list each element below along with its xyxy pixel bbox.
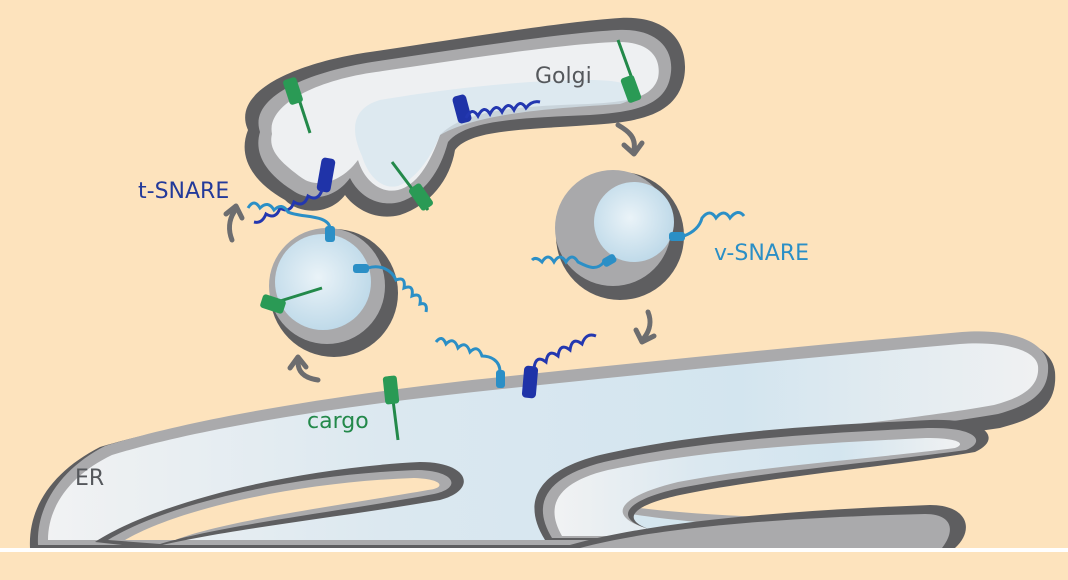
golgi-label: Golgi [535, 64, 592, 89]
cargo-protein-golgi-1 [283, 77, 312, 134]
t-snare-er [521, 333, 597, 399]
v-snare-label: v-SNARE [714, 241, 809, 266]
er-label: ER [75, 466, 104, 491]
er-membrane [29, 331, 1056, 548]
v-snare-er [434, 337, 505, 388]
v-snare-left-vesicle-top [246, 201, 335, 242]
cargo-protein-golgi-2 [616, 39, 642, 103]
arrow-vesicle-to-er [633, 309, 657, 345]
cargo-protein-vesicle [260, 286, 323, 314]
divider [0, 548, 1068, 552]
arrow-er-to-vesicle [287, 354, 321, 383]
t-snare-label: t-SNARE [138, 179, 229, 204]
t-snare-golgi-left [253, 157, 336, 224]
cargo-label: cargo [307, 409, 369, 434]
arrow-vesicle-to-golgi [223, 203, 245, 243]
v-snare-right-vesicle-left [530, 254, 617, 269]
cargo-protein-golgi-3 [390, 161, 434, 211]
v-snare-right-vesicle-right [669, 211, 746, 241]
arrow-golgi-to-vesicle [615, 122, 645, 157]
vesicle-left [269, 228, 398, 357]
cargo-protein-er [382, 375, 400, 441]
v-snare-left-vesicle-right [353, 264, 428, 313]
t-snare-golgi-top [452, 94, 541, 124]
